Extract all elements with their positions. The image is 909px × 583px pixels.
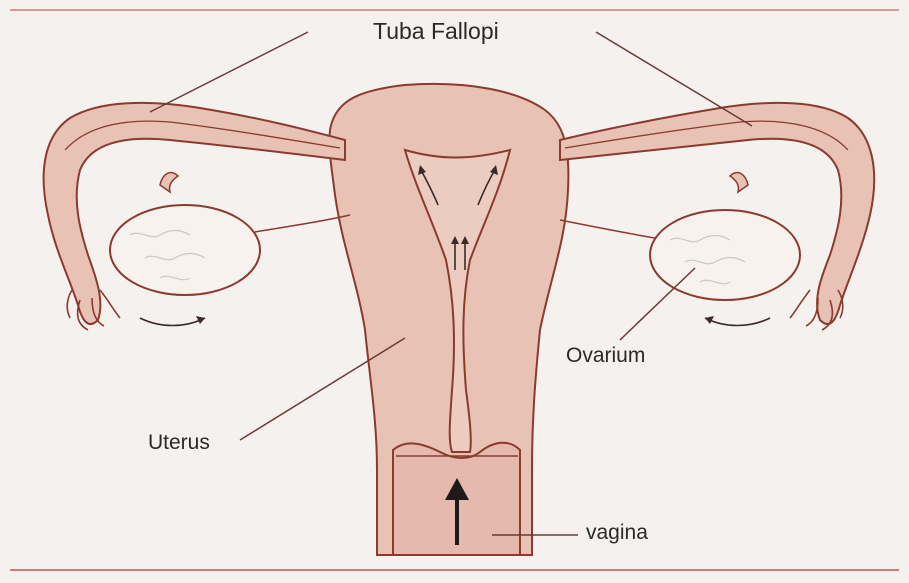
label-uterus: Uterus: [148, 431, 210, 455]
label-tuba-fallopi: Tuba Fallopi: [373, 18, 499, 45]
right-curved-arrowhead: [705, 316, 714, 324]
left-curved-arrowhead: [196, 316, 205, 324]
right-curved-arrow: [705, 318, 770, 326]
ovarium-leader: [620, 268, 695, 340]
right-ovary: [650, 210, 800, 300]
tuba-leader-right: [596, 32, 752, 126]
left-curved-arrow: [140, 318, 205, 326]
right-tube-knob: [730, 173, 748, 192]
left-ovarian-ligament: [255, 215, 350, 232]
label-vagina: vagina: [586, 521, 648, 545]
label-ovarium: Ovarium: [566, 344, 645, 368]
left-tube-knob: [160, 173, 178, 192]
right-ovarian-ligament: [560, 220, 655, 238]
tuba-leader-left: [150, 32, 308, 112]
left-ovary: [110, 205, 260, 295]
